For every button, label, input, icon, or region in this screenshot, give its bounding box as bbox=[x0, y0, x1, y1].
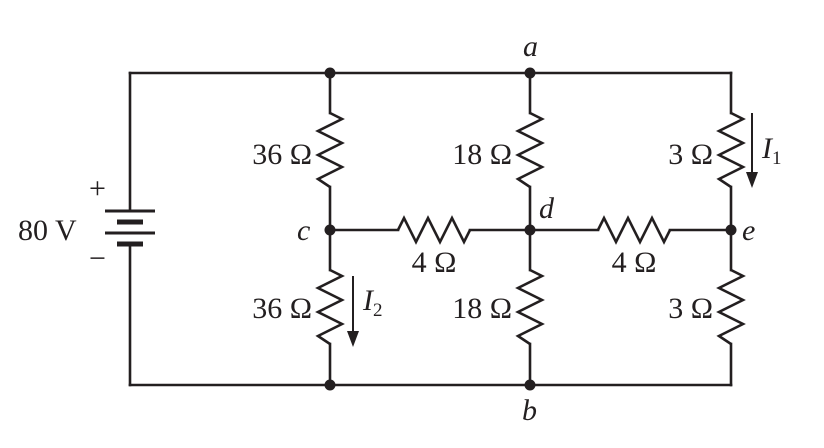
battery-voltage-label: 80 V bbox=[18, 214, 77, 247]
battery-plus-label: + bbox=[89, 172, 106, 205]
resistor-d-bottom bbox=[515, 268, 545, 346]
node-label-b: b bbox=[522, 394, 537, 427]
node-b bbox=[524, 379, 536, 391]
arrow-I2-head bbox=[347, 331, 359, 347]
node-label-c: c bbox=[297, 214, 310, 247]
current-arrow-I2 bbox=[347, 276, 359, 347]
current-label-I1: I1 bbox=[761, 132, 782, 169]
resistor-c-top bbox=[315, 111, 345, 189]
battery-symbol bbox=[105, 209, 155, 247]
resistor-e-top bbox=[716, 111, 746, 189]
node-label-d: d bbox=[539, 192, 555, 225]
junction-dots bbox=[324, 67, 737, 391]
current-I2-symbol: I bbox=[362, 284, 375, 317]
current-label-I2: I2 bbox=[362, 284, 383, 321]
resistor-label-e-bottom: 3 Ω bbox=[668, 292, 713, 325]
resistor-label-cd: 4 Ω bbox=[412, 246, 457, 279]
node-bottom-c bbox=[324, 379, 336, 391]
arrow-I1-head bbox=[746, 172, 758, 188]
resistor-cd bbox=[396, 215, 472, 245]
node-e bbox=[725, 224, 737, 236]
node-top-c bbox=[324, 67, 336, 79]
node-c bbox=[324, 224, 336, 236]
wires bbox=[128, 71, 733, 387]
current-arrow-I1 bbox=[746, 113, 758, 188]
resistor-label-c-top: 36 Ω bbox=[252, 138, 312, 171]
current-I1-subscript: 1 bbox=[772, 148, 782, 169]
current-I1-symbol: I bbox=[761, 132, 774, 165]
node-d bbox=[524, 224, 536, 236]
node-a bbox=[524, 67, 536, 79]
resistor-label-d-bottom: 18 Ω bbox=[452, 292, 512, 325]
resistor-e-bottom bbox=[716, 268, 746, 346]
resistor-label-d-top: 18 Ω bbox=[452, 138, 512, 171]
node-label-e: e bbox=[742, 214, 755, 247]
resistor-label-de: 4 Ω bbox=[612, 246, 657, 279]
resistor-c-bottom bbox=[315, 268, 345, 346]
resistor-d-top bbox=[515, 111, 545, 189]
resistor-de bbox=[596, 215, 672, 245]
battery-minus-label: − bbox=[89, 242, 106, 275]
current-I2-subscript: 2 bbox=[373, 300, 383, 321]
resistor-label-e-top: 3 Ω bbox=[668, 138, 713, 171]
resistor-label-c-bottom: 36 Ω bbox=[252, 292, 312, 325]
node-label-a: a bbox=[523, 30, 538, 63]
